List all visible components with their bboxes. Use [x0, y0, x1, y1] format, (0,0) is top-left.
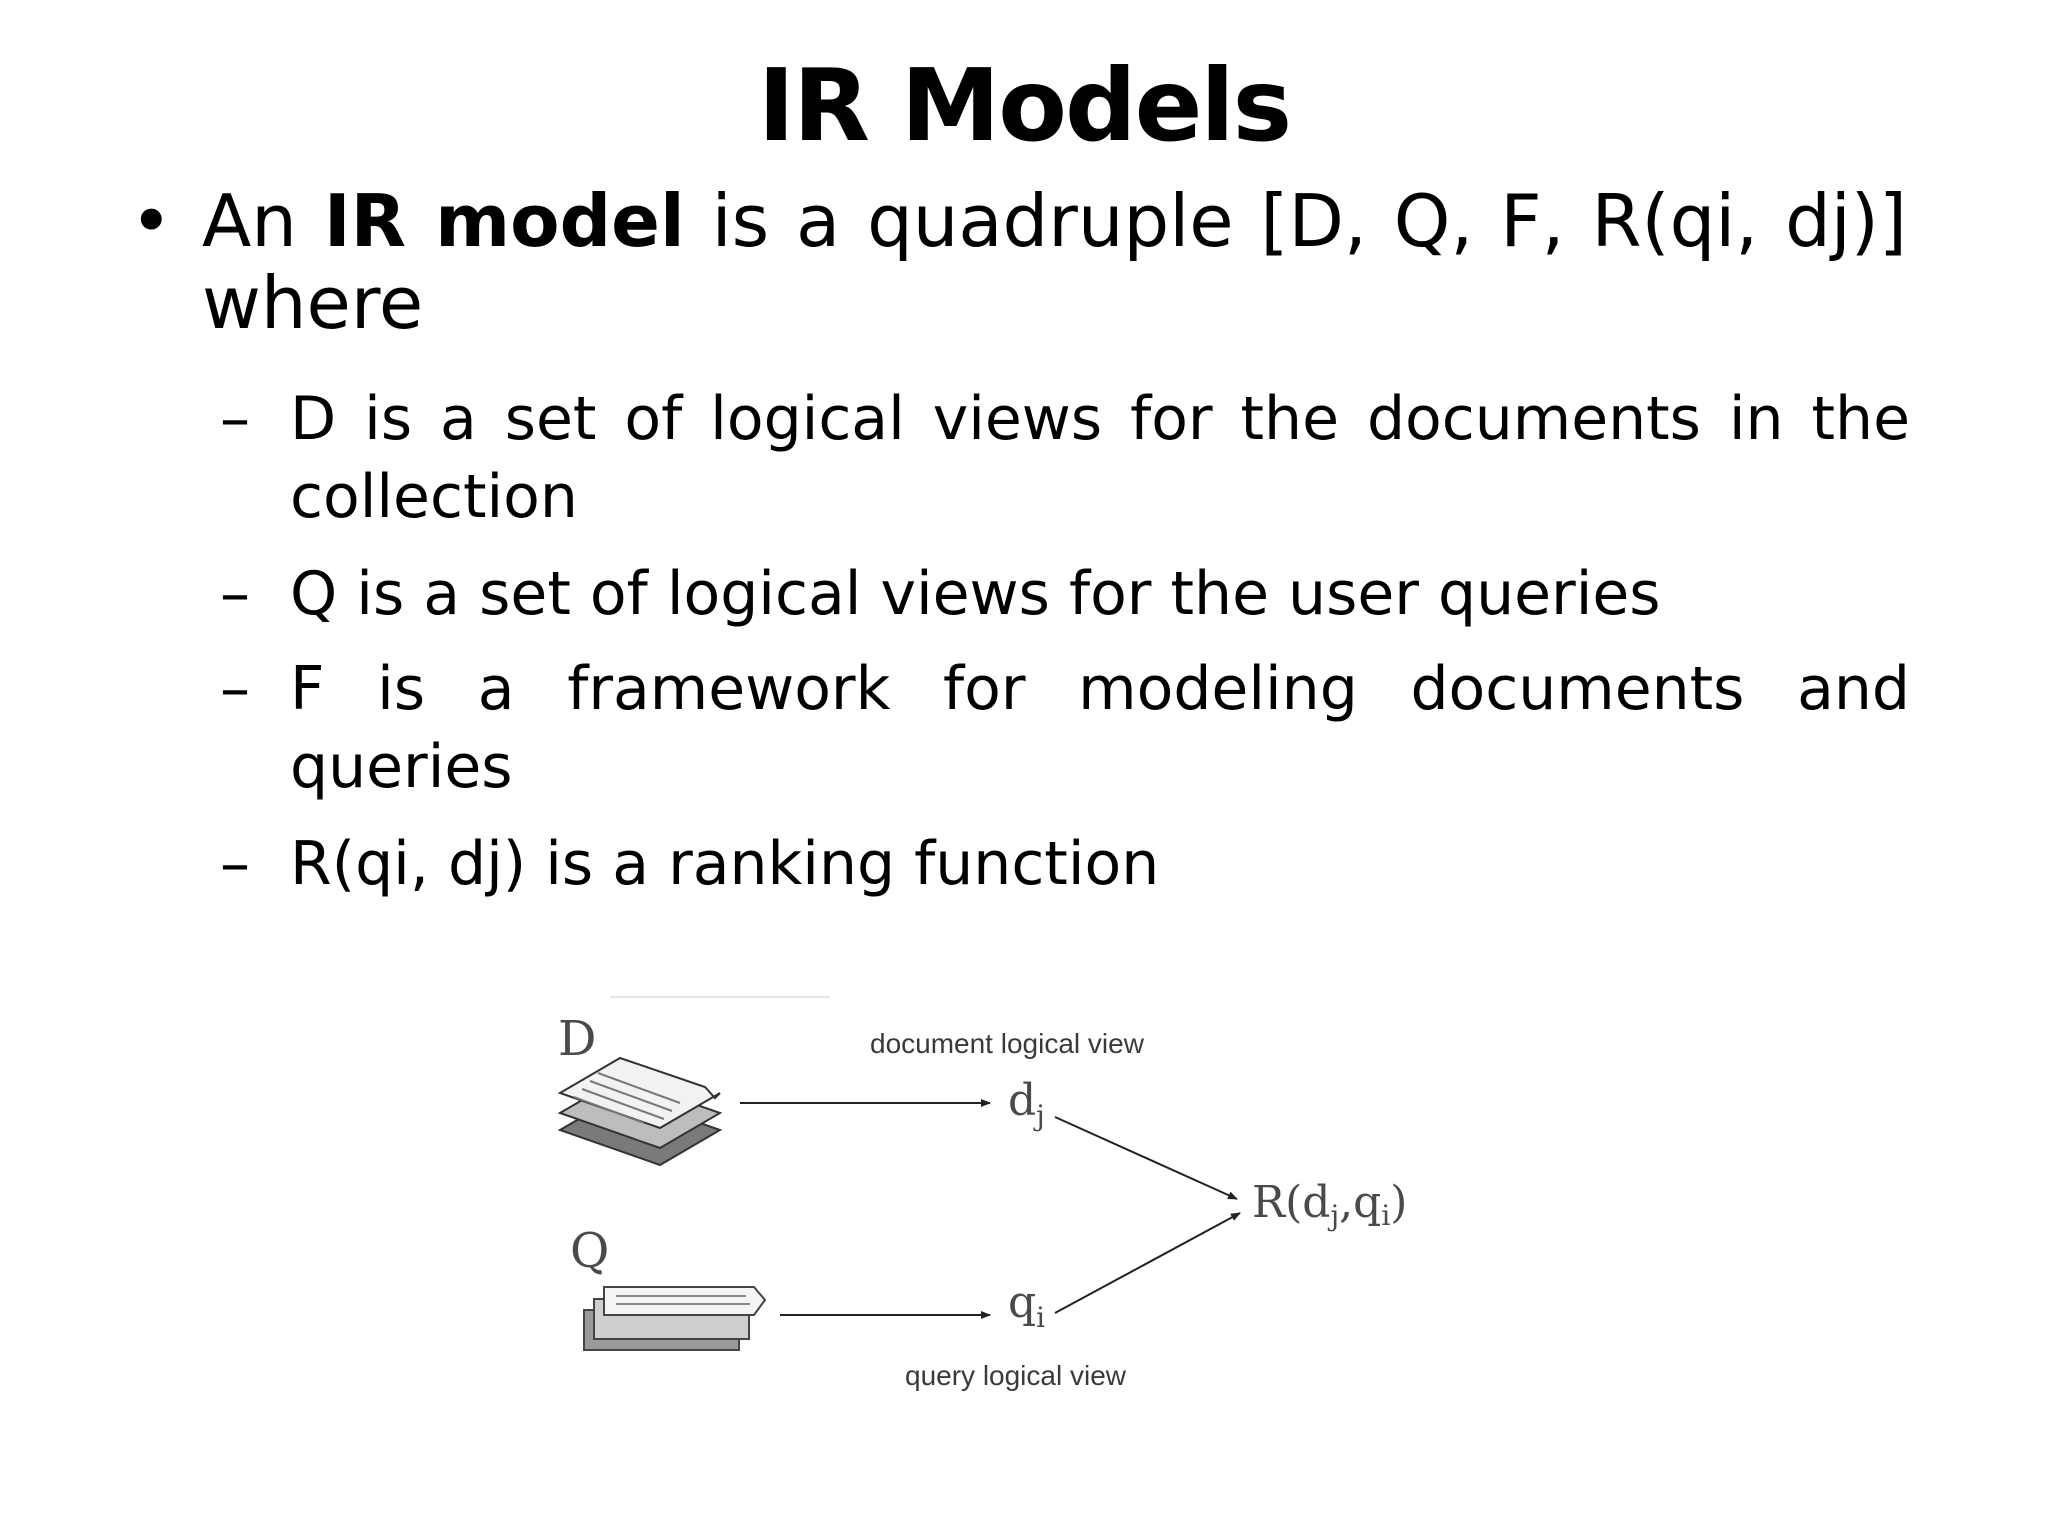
main-bullet-suffix: is a quadruple [D, Q, F, R(qi, dj)] wher… — [202, 179, 1907, 345]
dj-node: dj — [1008, 1075, 1045, 1132]
sub-bullet-text: F is a framework for modeling documents … — [290, 654, 1910, 802]
sub-bullet-text: R(qi, dj) is a ranking function — [290, 829, 1160, 899]
qi-node: qi — [1008, 1277, 1045, 1334]
qi-to-rank-arrow — [1054, 1212, 1241, 1314]
main-bullet-prefix: An — [202, 179, 324, 263]
document-logical-view-caption: document logical view — [870, 1028, 1145, 1059]
query-stack-icon — [583, 1286, 767, 1351]
sub-bullet-text: D is a set of logical views for the docu… — [290, 384, 1910, 532]
dj-to-rank-arrow — [1054, 1116, 1238, 1200]
dash-marker: – — [220, 654, 250, 724]
slide-title: IR Models — [757, 47, 1292, 164]
ranking-function-node: R(dj,qi) — [1252, 1177, 1407, 1232]
dash-marker: – — [220, 384, 250, 454]
dash-marker: – — [220, 829, 250, 899]
main-bullet-bold-term: IR model — [323, 179, 685, 263]
main-bullet-text: An IR model is a quadruple [D, Q, F, R(q… — [202, 180, 1907, 344]
document-stack-icon — [557, 1056, 723, 1167]
doc-collection-label: D — [558, 1011, 596, 1067]
diagram-svg: D Q document logical view query logical … — [557, 996, 1407, 1391]
query-logical-view-caption: query logical view — [905, 1360, 1127, 1391]
sub-bullet-text: Q is a set of logical views for the user… — [290, 559, 1661, 629]
ir-model-diagram: D Q document logical view query logical … — [540, 985, 1490, 1415]
query-label: Q — [570, 1223, 609, 1279]
bullet-marker: • — [130, 179, 173, 263]
dash-marker: – — [220, 559, 250, 629]
